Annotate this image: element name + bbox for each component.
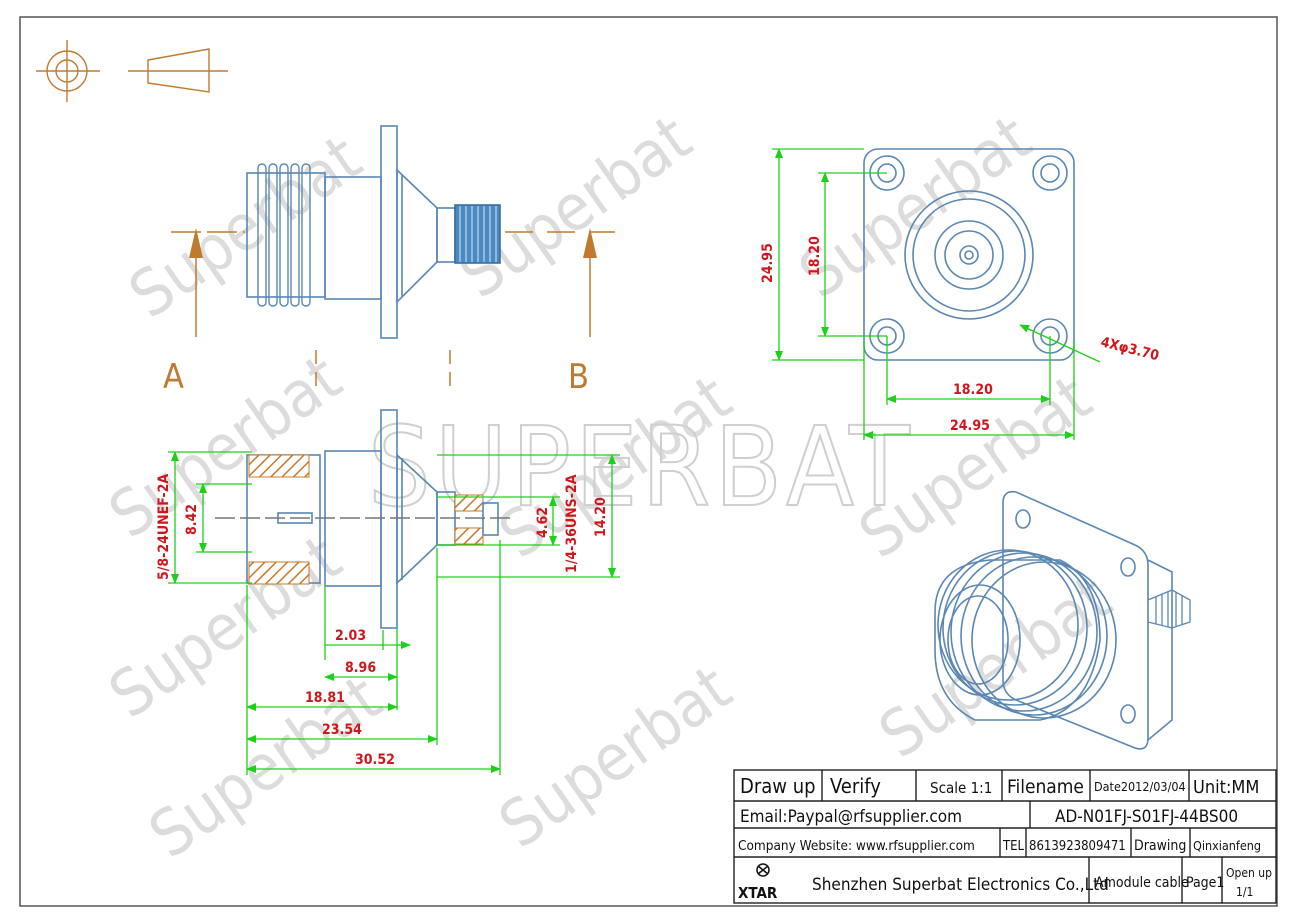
dim-flange-18-20-h: 18.20 [953,382,993,398]
tb-tel-label: TEL [1002,839,1025,854]
front-view-dimensions [772,148,1101,440]
watermark-superbat: Superbat [117,122,375,334]
n-thread-ridges [257,163,311,307]
dim-4-62: 4.62 [535,507,551,538]
dim-8-42: 8.42 [184,504,200,535]
section-label-b: B [568,357,589,397]
tb-open-up: Open up [1226,866,1272,880]
cross-section-view [215,409,510,629]
tb-product: Amodule cable [1095,875,1189,891]
dim-8-96: 8.96 [345,660,376,676]
isometric-view [934,490,1191,750]
dim-18-81: 18.81 [305,690,345,706]
section-label-a: A [163,357,184,397]
tb-email: Email:Paypal@rfsupplier.com [740,807,962,827]
dim-14-20: 14.20 [593,497,609,537]
tb-unit: Unit:MM [1193,777,1259,798]
dim-thread-left: 5/8-24UNEF-2A [156,474,172,580]
dim-thread-right: 1/4-36UNS-2A [564,474,580,573]
dim-23-54: 23.54 [322,722,362,738]
dim-2-03: 2.03 [335,628,366,644]
side-view [246,125,501,339]
dim-flange-24-95-v: 24.95 [760,243,776,283]
tb-date: Date2012/03/04 [1094,779,1186,794]
tb-drawing-label: Drawing [1134,838,1186,854]
dim-30-52: 30.52 [355,752,395,768]
xtar-logo-icon [756,863,770,877]
tb-page: Page1 [1186,875,1224,891]
sma-stub [1147,589,1191,629]
section-lines [171,228,615,390]
watermark-big: SUPERBAT [368,403,914,531]
dim-flange-24-95-h: 24.95 [950,418,990,434]
tb-part-no: AD-N01FJ-S01FJ-44BS00 [1055,807,1238,827]
tb-logo-text: XTAR [738,884,778,902]
projection-symbol-icon [36,40,228,102]
tb-verify: Verify [830,774,881,798]
watermark-superbat: Superbat [487,652,745,864]
tb-open-up-count: 1/1 [1236,885,1253,899]
cross-section-dimensions [168,451,620,775]
tb-tel: 8613923809471 [1029,839,1126,854]
tb-company: Shenzhen Superbat Electronics Co.,Ltd [812,875,1109,895]
watermark-superbat: Superbat [867,562,1125,774]
tb-scale: Scale 1:1 [930,779,992,797]
title-block [733,769,1277,904]
tb-draw-up: Draw up [740,774,816,798]
tb-drawer: Qinxianfeng [1193,838,1261,853]
tb-website: Company Website: www.rfsupplier.com [738,838,975,854]
sheet-frame [19,16,1278,907]
dim-holes: 4Xφ3.70 [1099,334,1161,364]
tb-filename-label: Filename [1007,776,1084,798]
dim-flange-18-20-v: 18.20 [807,236,823,276]
